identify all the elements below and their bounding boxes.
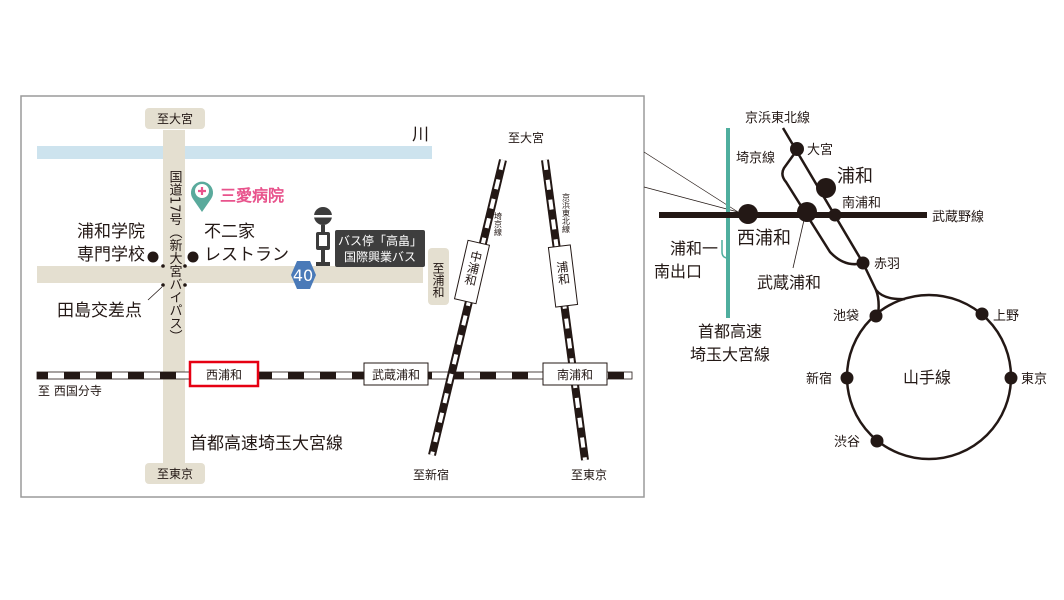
minami-urawa-station-box: [542, 362, 608, 386]
bus-company-label: 国際興業バス: [344, 250, 416, 264]
restaurant-marker: [187, 251, 199, 263]
route-sign-icon: [291, 261, 316, 289]
musashino-line-label: 武蔵野線: [932, 209, 984, 225]
to-omiya-road-sign: [145, 108, 205, 129]
school-label-1: 浦和学院: [77, 222, 145, 242]
musashi-urawa-station-label: 武蔵浦和: [372, 368, 420, 382]
route-map: 京浜東北線 埼京線 大宮 浦和 南浦和 武蔵野線 西浦和 武蔵浦和 赤羽 池袋 …: [654, 110, 1047, 461]
nishi-urawa-station-marker: [738, 204, 758, 224]
naka-urawa-station-box: [453, 239, 491, 305]
river-label: 川: [412, 125, 429, 145]
ueno-label: 上野: [993, 309, 1019, 324]
bus-stop-box: [335, 230, 425, 267]
to-shinjuku-label: 至新宿: [413, 467, 449, 482]
map-frame: [20, 95, 645, 498]
nishi-urawa-label: 西浦和: [737, 228, 791, 249]
to-tokyo-rail-label: 至東京: [571, 468, 607, 482]
shibuya-label: 渋谷: [834, 435, 860, 450]
hospital-pin-icon[interactable]: [191, 181, 214, 212]
to-tokyo-road-sign: [145, 463, 205, 484]
to-omiya-road-label: 至大宮: [157, 111, 193, 126]
restaurant-label-1: 不二家: [204, 222, 255, 242]
yamanote-line-label: 山手線: [903, 368, 951, 387]
musashino-rail: [36, 371, 633, 380]
minami-urawa-station-label: 南浦和: [557, 367, 593, 382]
to-nishikokubunji-label: 至 西国分寺: [38, 384, 102, 398]
school-label-2: 専門学校: [77, 245, 145, 265]
cross-road: [37, 266, 423, 283]
shinjuku-label: 新宿: [806, 371, 832, 387]
akabane-label: 赤羽: [874, 257, 900, 272]
tokyo-label: 東京: [1021, 371, 1047, 387]
bus-stop-icon: [313, 207, 333, 266]
hospital-label: 三愛病院: [220, 186, 284, 205]
urawa-station-marker: [816, 178, 836, 198]
river: [37, 146, 432, 159]
to-tokyo-road-label: 至東京: [157, 467, 193, 481]
school-marker: [147, 251, 159, 263]
road-name-label: 国道17号（新大宮バイパス）: [167, 170, 183, 343]
bus-stop-label: バス停「高畠」: [338, 233, 422, 248]
national-road-17: [163, 130, 185, 464]
expressway-label: 首都高速埼玉大宮線: [190, 434, 343, 454]
to-urawa-road-sign: [428, 248, 449, 305]
musashi-urawa-station-box: [363, 362, 429, 386]
keihin-line-label: 京浜東北線: [745, 110, 810, 126]
nishi-urawa-station-label: 西浦和: [206, 368, 242, 382]
to-urawa-road-label: 至浦和: [431, 262, 445, 298]
detail-map: 川 至大宮 至東京 至浦和 国道17号（新大宮バイパス） 三愛病院 浦和学院 専…: [20, 95, 645, 498]
route-number: 40: [293, 266, 313, 285]
to-omiya-rail-label: 至大宮: [508, 130, 544, 145]
intersection-label: 田島交差点: [57, 301, 142, 321]
urawa-station-box: [547, 244, 579, 308]
musashi-urawa-label: 武蔵浦和: [757, 273, 821, 292]
expressway-label-2: 埼玉大宮線: [690, 345, 770, 364]
restaurant-label-2: レストラン: [204, 245, 289, 265]
urawa-label: 浦和: [837, 166, 873, 187]
expressway-label-1: 首都高速: [698, 322, 762, 341]
minami-urawa-label: 南浦和: [842, 195, 881, 211]
keihin-line-label: 京浜東北線: [562, 192, 571, 233]
saikyo-line-label: 埼京線: [736, 150, 775, 166]
saikyo-line-label: 埼京線: [494, 211, 503, 236]
omiya-label: 大宮: [807, 142, 833, 158]
urawa-station-label: 浦和: [554, 260, 571, 286]
ikebukuro-label: 池袋: [833, 309, 859, 324]
exit-label-1: 浦和一: [670, 239, 718, 258]
exit-label-2: 南出口: [654, 262, 702, 281]
nishi-urawa-station-box[interactable]: [188, 360, 260, 388]
